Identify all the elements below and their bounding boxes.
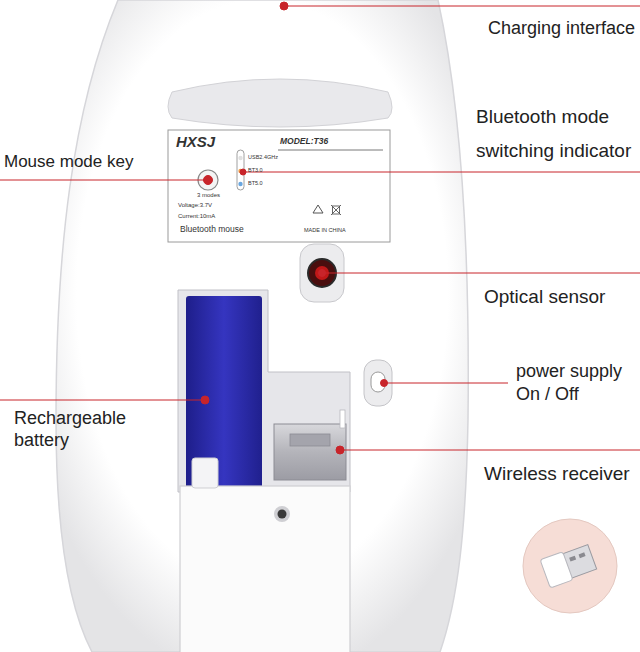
label-sticker (168, 130, 390, 242)
lid-tab (192, 458, 218, 488)
callout-label: Mouse mode key (4, 152, 194, 172)
battery-lid (180, 486, 350, 652)
usb-dongle (540, 543, 597, 588)
lid-hole (274, 506, 290, 522)
bin-icon (331, 205, 341, 215)
switch-recess (364, 360, 392, 406)
sticker-text: MODEL:T36 (280, 137, 328, 146)
callout-label: Wireless receiver (484, 463, 638, 486)
receiver (274, 424, 346, 480)
sticker-text: HXSJ (176, 134, 215, 151)
callout-label: Charging interface (488, 18, 638, 40)
receiver-inset (523, 519, 617, 613)
callout-label: Rechargeable battery (14, 408, 154, 451)
callout-label: power supply On / Off (516, 360, 636, 407)
indicator-light (238, 182, 242, 186)
leader-lines (0, 2, 640, 454)
sticker-text: USB2.4GHz (248, 154, 278, 160)
battery (186, 296, 262, 506)
grip-pad (168, 79, 392, 127)
sticker-text: BT3.0 (248, 167, 263, 173)
sticker-text: 3 modes (197, 192, 220, 199)
sticker-text: MADE IN CHINA (304, 227, 346, 233)
callout-label: Optical sensor (484, 286, 634, 309)
receiver-detail (290, 434, 330, 446)
sticker-text: Current:10mA (178, 213, 215, 220)
sticker-text: Bluetooth mouse (180, 225, 244, 234)
sticker-rule (278, 150, 383, 151)
lid-hole (278, 510, 287, 519)
indicator-light (238, 156, 242, 160)
label-sticker: HXSJ MODEL:T36USB2.4GHzBT3.0BT5.0 3 modesV… (168, 130, 390, 242)
sticker-text: Voltage:3.7V (178, 202, 212, 209)
sticker-text: BT5.0 (248, 180, 263, 186)
callout-label: Bluetooth mode switching indicator (476, 100, 636, 168)
latch (340, 410, 345, 428)
recycle-icon (313, 205, 323, 213)
